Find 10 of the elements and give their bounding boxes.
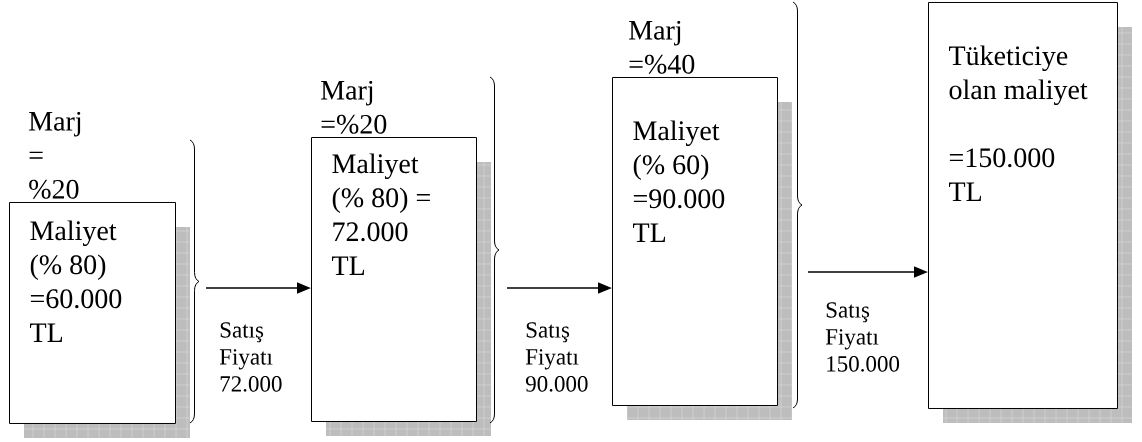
edge-label: Satış Fiyatı 150.000	[825, 302, 900, 372]
edge-label: Satış Fiyatı 90.000	[525, 322, 588, 392]
box-with-shadow: Tüketiciye olan maliyet =150.000 TL	[928, 2, 1132, 423]
box-with-shadow: Maliyet (% 60) =90.000 TL	[612, 77, 792, 420]
margin-label: Marj =%40	[629, 20, 695, 74]
edge-label: Satış Fiyatı 72.000	[219, 322, 282, 392]
box-with-shadow: Maliyet (% 80) =60.000 TL	[9, 202, 190, 438]
margin-label: Marj = %20	[29, 111, 81, 199]
box-with-shadow: Maliyet (% 80) = 72.000 TL	[311, 137, 491, 436]
margin-label: Marj =%20	[321, 80, 387, 134]
